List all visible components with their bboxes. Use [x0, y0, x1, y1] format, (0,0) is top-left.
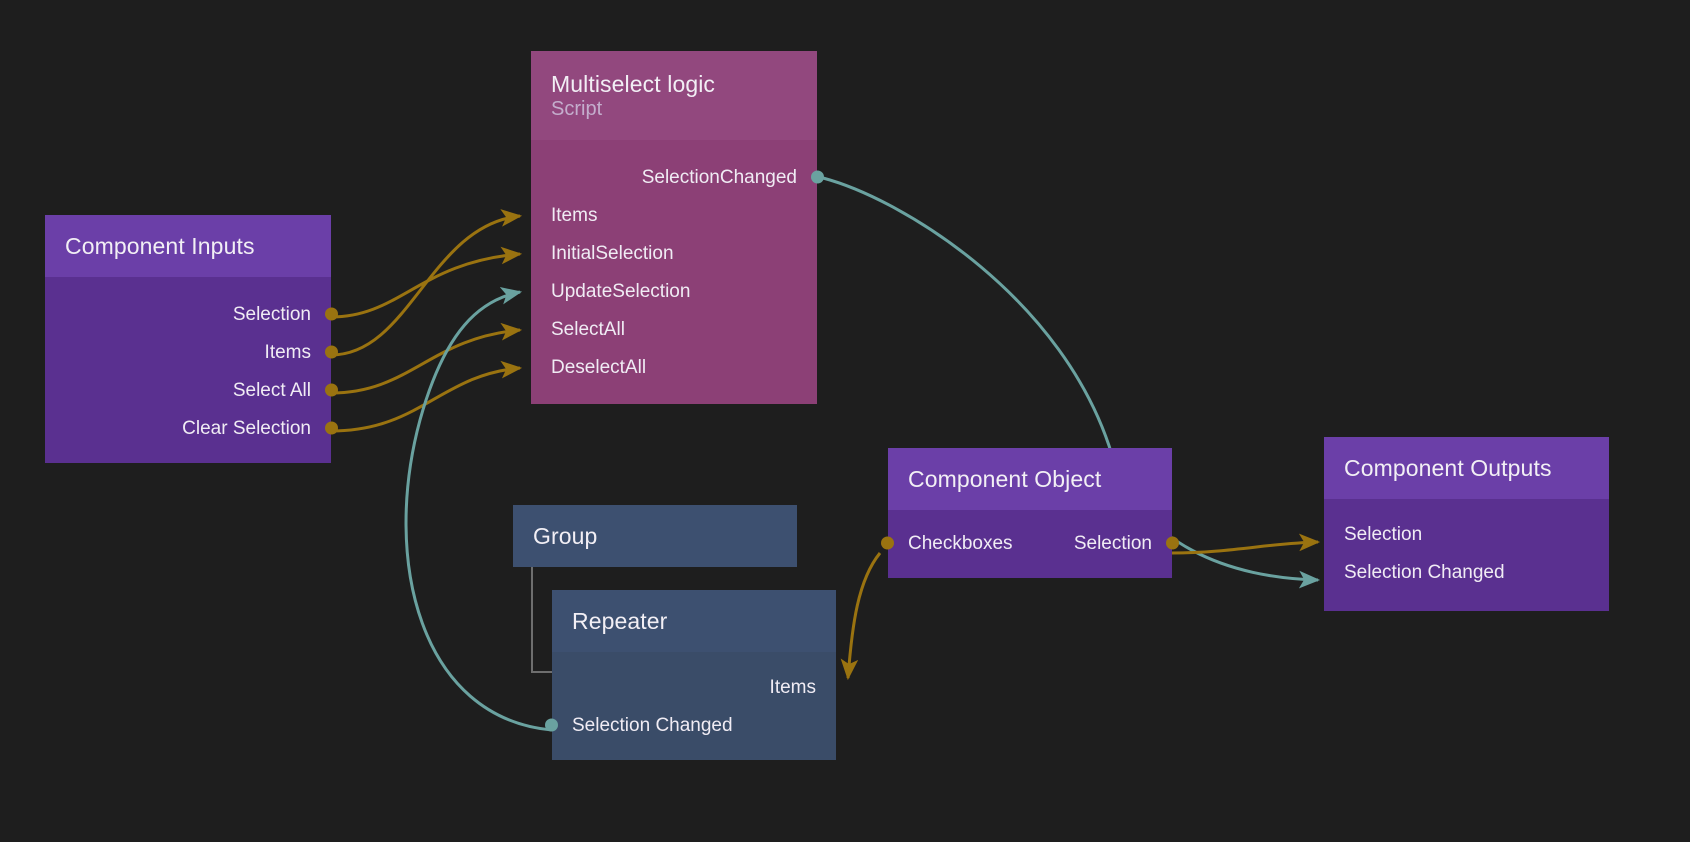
- node-title: Repeater: [572, 607, 668, 634]
- port-label: Clear Selection: [182, 417, 311, 439]
- port-row-checkboxes-selection[interactable]: Checkboxes Selection: [881, 524, 1179, 562]
- port-label: Items: [551, 204, 598, 226]
- port-label: Select All: [232, 379, 311, 401]
- node-component-inputs-header[interactable]: Component Inputs: [45, 215, 331, 277]
- port-dot-selection[interactable]: [1166, 536, 1179, 550]
- port-row-items[interactable]: Items: [531, 196, 817, 234]
- port-row-clear-selection[interactable]: Clear Selection: [45, 409, 338, 447]
- node-repeater[interactable]: Repeater Items Selection Changed: [545, 590, 836, 760]
- node-title: Component Outputs: [1344, 454, 1552, 481]
- port-label: InitialSelection: [551, 242, 674, 264]
- node-title: Group: [533, 522, 598, 549]
- node-repeater-body: Items Selection Changed: [545, 652, 836, 760]
- port-row-items[interactable]: Items: [45, 333, 338, 371]
- port-dot-selectionchanged[interactable]: [811, 170, 824, 184]
- port-label: Selection: [232, 303, 311, 325]
- port-label: SelectAll: [551, 318, 625, 340]
- port-row-selection-changed[interactable]: Selection Changed: [545, 706, 836, 744]
- node-component-outputs-body: Selection Selection Changed: [1324, 499, 1609, 611]
- edge-object-selection-to-output-selection: [1171, 533, 1321, 555]
- port-label: SelectionChanged: [641, 166, 797, 188]
- node-multiselect-logic[interactable]: Multiselect logic Script SelectionChange…: [531, 51, 824, 404]
- port-dot-items[interactable]: [325, 345, 338, 359]
- node-component-object-body: Checkboxes Selection: [881, 510, 1179, 578]
- port-row-selectionchanged[interactable]: SelectionChanged: [531, 158, 824, 196]
- port-dot-clear-selection[interactable]: [325, 421, 338, 435]
- port-dot-selection[interactable]: [325, 307, 338, 321]
- port-label-selection: Selection: [1073, 532, 1152, 554]
- port-dot-select-all[interactable]: [325, 383, 338, 397]
- port-label: Selection: [1344, 523, 1423, 545]
- node-group[interactable]: Group: [513, 505, 797, 567]
- port-dot-selection-changed[interactable]: [545, 718, 558, 732]
- edge-clearselection-to-deselectall: [330, 360, 523, 433]
- edge-selection-to-initialselection: [330, 246, 523, 319]
- node-component-outputs[interactable]: Component Outputs Selection Selection Ch…: [1324, 437, 1609, 611]
- port-label: DeselectAll: [551, 356, 647, 378]
- port-label: Items: [769, 676, 816, 698]
- port-label: UpdateSelection: [551, 280, 691, 302]
- node-title: Multiselect logic: [551, 70, 716, 97]
- port-label: Items: [264, 341, 311, 363]
- node-title: Component Inputs: [65, 232, 255, 259]
- node-subtitle: Script: [551, 97, 603, 120]
- port-dot-checkboxes[interactable]: [881, 536, 894, 550]
- edge-items-to-items: [330, 209, 523, 357]
- node-component-inputs-body: Selection Items Select All Clear Selecti…: [45, 277, 338, 463]
- port-row-select-all[interactable]: Select All: [45, 371, 338, 409]
- node-component-outputs-header[interactable]: Component Outputs: [1324, 437, 1609, 499]
- port-row-updateselection[interactable]: UpdateSelection: [531, 272, 817, 310]
- edge-checkboxes-to-repeater-items: [840, 552, 882, 681]
- port-label-checkboxes: Checkboxes: [908, 532, 1013, 554]
- port-row-selection[interactable]: Selection: [45, 295, 338, 333]
- port-label: Selection Changed: [1344, 561, 1505, 583]
- node-component-inputs[interactable]: Component Inputs Selection Items Select …: [45, 215, 338, 463]
- port-row-items[interactable]: Items: [552, 668, 836, 706]
- node-multiselect-logic-header[interactable]: Multiselect logic Script: [531, 51, 817, 140]
- port-row-selection[interactable]: Selection: [1324, 515, 1609, 553]
- port-label: Selection Changed: [572, 714, 733, 736]
- group-child-connector: [531, 567, 553, 673]
- node-repeater-header[interactable]: Repeater: [552, 590, 836, 652]
- port-row-selectall[interactable]: SelectAll: [531, 310, 817, 348]
- port-row-deselectall[interactable]: DeselectAll: [531, 348, 817, 386]
- node-title: Component Object: [908, 465, 1102, 492]
- node-multiselect-logic-body: SelectionChanged Items InitialSelection …: [531, 140, 824, 404]
- node-component-object[interactable]: Component Object Checkboxes Selection: [881, 448, 1179, 578]
- edge-selectall-to-selectall: [330, 322, 523, 395]
- port-row-initialselection[interactable]: InitialSelection: [531, 234, 817, 272]
- port-row-selection-changed[interactable]: Selection Changed: [1324, 553, 1609, 591]
- node-group-header[interactable]: Group: [513, 505, 797, 567]
- node-component-object-header[interactable]: Component Object: [888, 448, 1172, 510]
